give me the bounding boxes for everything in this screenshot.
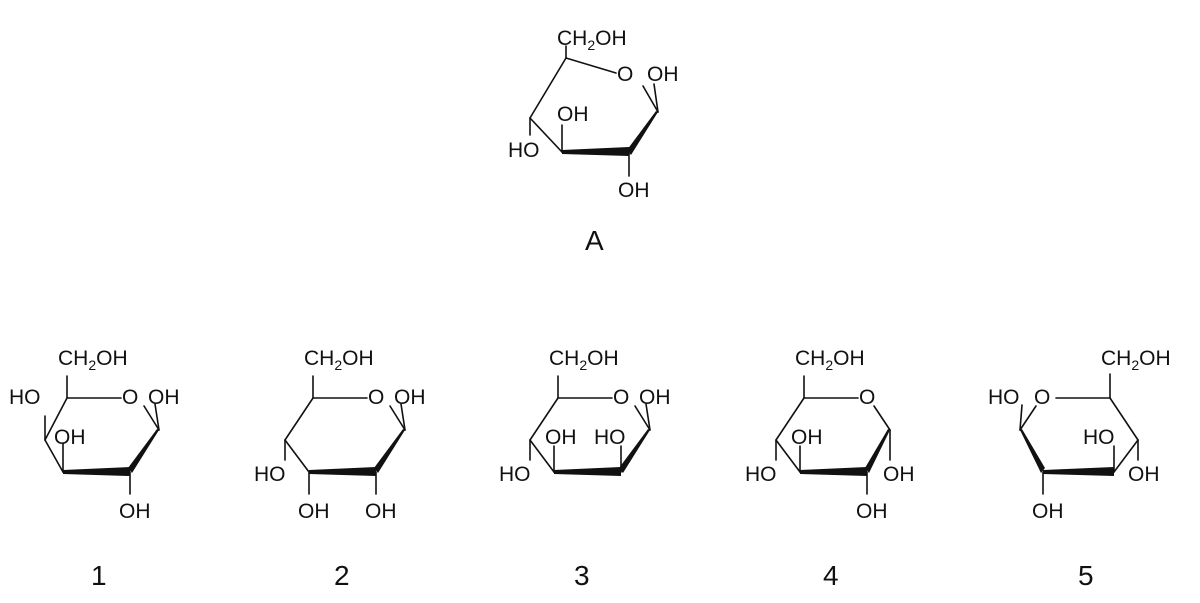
- bond: [1113, 439, 1139, 473]
- ring-oxygen-label: O: [122, 386, 138, 409]
- bond: [44, 439, 64, 473]
- c1-hydroxyl-label: HO: [988, 386, 1020, 409]
- ring-oxygen-label: O: [613, 386, 629, 409]
- wedge-bond: [309, 467, 376, 476]
- bond: [1019, 405, 1037, 431]
- wedge-bond: [619, 429, 650, 473]
- c1-hydroxyl-label: OH: [148, 386, 180, 409]
- bond: [529, 397, 559, 441]
- ch2oh-label: CH2OH: [58, 347, 128, 373]
- ch2oh-label: CH2OH: [795, 347, 865, 373]
- bond: [400, 403, 406, 431]
- bond: [1019, 404, 1023, 431]
- ch2oh-label: CH2OH: [549, 347, 619, 373]
- c1-hydroxyl-label: OH: [883, 463, 915, 486]
- ring-oxygen-label: O: [1034, 386, 1050, 409]
- structure-label: 1: [91, 560, 107, 591]
- bond: [284, 439, 310, 473]
- structure-a: CH2OH O OH OH HO OH A: [508, 27, 679, 256]
- c1-hydroxyl-label: OH: [394, 386, 426, 409]
- c2-hydroxyl-label: HO: [594, 426, 626, 449]
- wedge-bond: [1043, 467, 1114, 476]
- bond: [653, 83, 659, 113]
- structure-label: A: [585, 225, 604, 256]
- bond: [873, 405, 891, 431]
- structure-label: 2: [334, 560, 350, 591]
- bond: [775, 439, 801, 473]
- bond: [645, 403, 651, 431]
- c2-hydroxyl-label: OH: [856, 500, 888, 523]
- c2-hydroxyl-label: OH: [1032, 500, 1064, 523]
- c4-hydroxyl-label: HO: [508, 139, 540, 162]
- c3-hydroxyl-label: OH: [791, 426, 823, 449]
- c3-hydroxyl-label: OH: [557, 103, 589, 126]
- wedge-bond: [554, 467, 621, 476]
- wedge-bond: [865, 429, 890, 473]
- ring-oxygen-label: O: [617, 63, 633, 86]
- ch2oh-label: CH2OH: [1101, 347, 1171, 373]
- structure-label: 5: [1078, 560, 1094, 591]
- structure-label: 3: [574, 560, 590, 591]
- c3-hydroxyl-label: OH: [54, 426, 86, 449]
- structure-option-1: CH2OH O OH HO OH OH 1: [9, 347, 180, 591]
- bond: [529, 117, 563, 153]
- ch2oh-label: CH2OH: [557, 27, 627, 53]
- wedge-bond: [800, 467, 867, 476]
- wedge-bond: [627, 111, 658, 155]
- structure-option-3: CH2OH O OH OH HO HO 3: [499, 347, 671, 591]
- bond: [143, 405, 160, 431]
- c3-hydroxyl-label: HO: [1083, 426, 1115, 449]
- c4-hydroxyl-label: HO: [745, 463, 777, 486]
- structure-option-4: CH2OH O OH HO OH OH 4: [745, 347, 915, 591]
- c1-hydroxyl-label: OH: [639, 386, 671, 409]
- bond: [284, 397, 314, 441]
- bond: [775, 397, 805, 441]
- bond: [44, 397, 68, 441]
- wedge-bond: [1020, 429, 1045, 473]
- wedge-bond: [128, 429, 159, 473]
- c2-hydroxyl-label: OH: [618, 179, 650, 202]
- c4-hydroxyl-label: OH: [1128, 463, 1160, 486]
- wedge-bond: [374, 429, 405, 473]
- bond: [1109, 397, 1139, 441]
- c3-hydroxyl-label: OH: [545, 426, 577, 449]
- ch2oh-label: CH2OH: [304, 347, 374, 373]
- c2-hydroxyl-label: OH: [365, 500, 397, 523]
- bond: [529, 57, 567, 119]
- c4-hydroxyl-label: HO: [254, 463, 286, 486]
- bond: [634, 405, 651, 431]
- wedge-bond: [562, 147, 629, 156]
- c3-hydroxyl-label: OH: [298, 500, 330, 523]
- structure-option-5: CH2OH HO O HO OH OH 5: [988, 347, 1171, 591]
- c1-hydroxyl-label: OH: [647, 63, 679, 86]
- ring-oxygen-label: O: [859, 386, 875, 409]
- structure-label: 4: [823, 560, 839, 591]
- c2-hydroxyl-label: OH: [119, 500, 151, 523]
- bond: [565, 57, 617, 74]
- bond: [389, 405, 406, 431]
- wedge-bond: [63, 467, 130, 476]
- c4-hydroxyl-label: HO: [499, 463, 531, 486]
- bond: [154, 403, 160, 431]
- c4-hydroxyl-label: HO: [9, 386, 41, 409]
- bond: [529, 439, 555, 473]
- bond: [642, 85, 659, 113]
- structure-option-2: CH2OH O OH HO OH OH 2: [254, 347, 426, 591]
- ring-oxygen-label: O: [368, 386, 384, 409]
